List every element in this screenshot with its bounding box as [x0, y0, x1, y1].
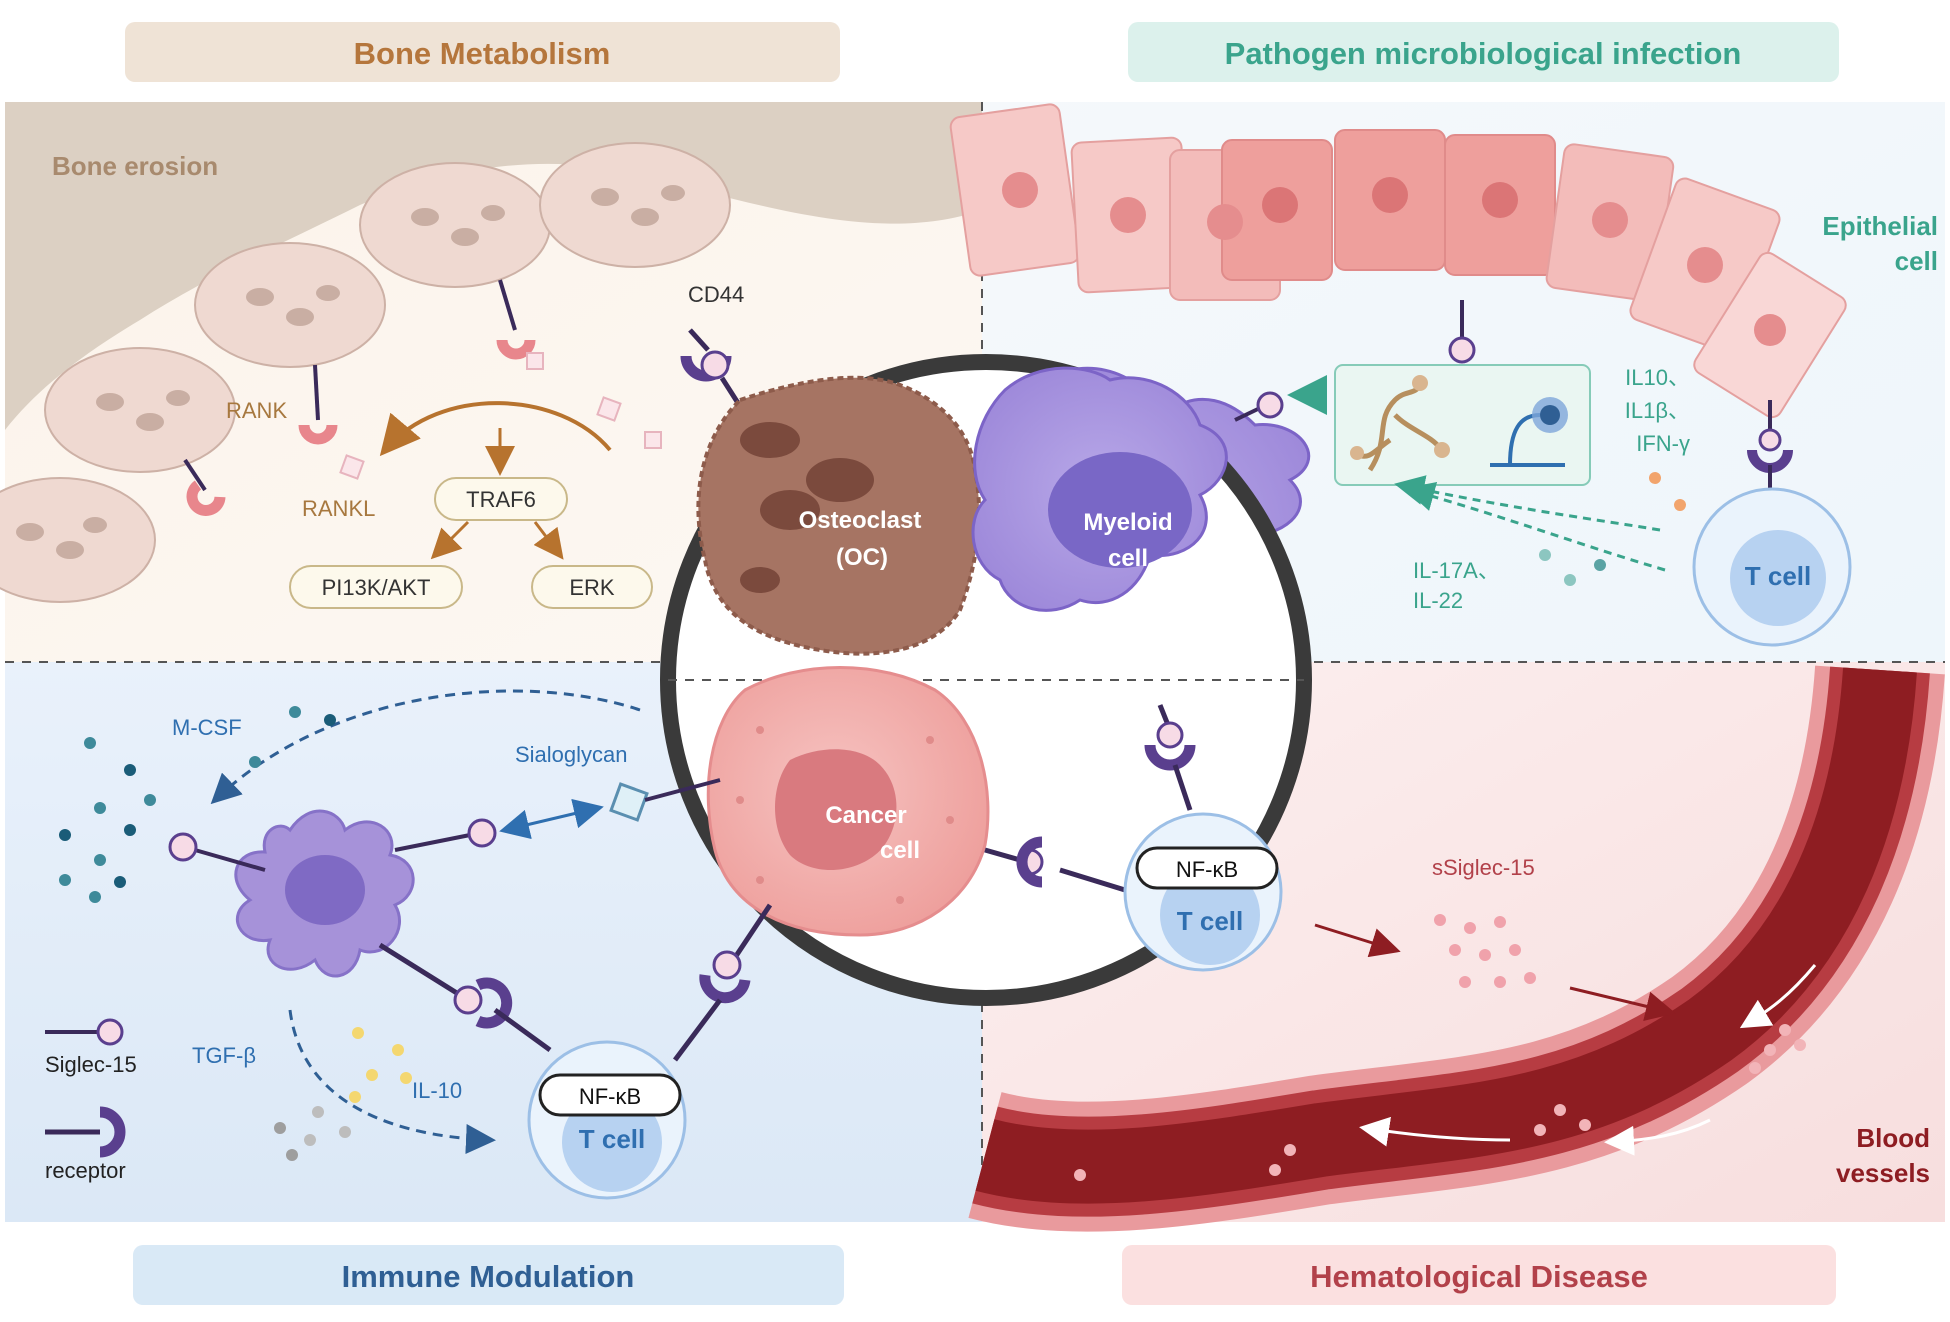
il17a-label: IL-17A、 [1413, 558, 1500, 583]
tgf-il10-dots [274, 1027, 412, 1161]
m-csf-arrow [210, 689, 641, 805]
rank-label: RANK [226, 398, 287, 423]
ssiglec-to-vessel-arrow [1569, 986, 1676, 1021]
il10-label: IL10、 [1625, 365, 1690, 390]
il-10-label: IL-10 [412, 1078, 462, 1103]
myeloid-siglec [1234, 391, 1284, 422]
blood-vessels-label-line1: Blood [1856, 1123, 1930, 1153]
hematological-disease-title: Hematological Disease [1310, 1259, 1648, 1294]
cytokine-dots-pathogen [1539, 472, 1686, 586]
myeloid-label-front-line2: cell [1108, 545, 1148, 572]
m-csf-dots [59, 706, 336, 903]
m-csf-label: M-CSF [172, 715, 242, 740]
erk-box: ERK [531, 565, 653, 609]
cancer-immune-tcell-link [673, 903, 773, 1062]
traf6-box: TRAF6 [434, 477, 568, 521]
tcell-center-label: T cell [1177, 906, 1243, 936]
erk-label: ERK [569, 575, 615, 600]
tcell-pathogen [1692, 400, 1852, 647]
bone-matrix [5, 102, 982, 430]
nfkb-label-immune: NF-κB [579, 1084, 641, 1109]
immune-modulation-header: Immune Modulation [133, 1245, 844, 1305]
rankl-signal-arrow [379, 401, 612, 457]
blood-vessels-label-line2: vessels [1836, 1158, 1930, 1188]
il22-label: IL-22 [1413, 588, 1463, 613]
cancer-cell [706, 666, 990, 937]
bone-erosion-label: Bone erosion [52, 151, 218, 181]
pathogen-infection-header: Pathogen microbiological infection [1128, 22, 1839, 82]
epithelial-siglec [1448, 300, 1476, 364]
legend-siglec15 [45, 1018, 124, 1046]
legend-receptor-label: receptor [45, 1158, 126, 1183]
sialoglycan-label: Sialoglycan [515, 742, 628, 767]
ssiglec15-dots [1434, 914, 1536, 988]
cancer-tcell-link [984, 836, 1126, 893]
myeloid-tcell-link [1144, 704, 1196, 811]
epithelial-layer [949, 103, 1847, 419]
tcell-to-ssiglec-arrow [1314, 923, 1401, 958]
immune-myeloid-siglec-right [394, 818, 497, 852]
osteoclast-label-line2: (OC) [836, 544, 888, 571]
immune-myeloid-siglec-left [168, 832, 266, 872]
epithelial-label-line1: Epithelial [1822, 211, 1938, 241]
ssiglec15-label: sSiglec-15 [1432, 855, 1535, 880]
tcell-pathogen-label: T cell [1745, 561, 1811, 591]
sialoglycan-shape [609, 782, 649, 822]
pi13k-akt-label: PI13K/AKT [322, 575, 431, 600]
pathogen-infection-title: Pathogen microbiological infection [1225, 36, 1742, 71]
sialoglycan-stalk [644, 778, 721, 802]
hematological-disease-header: Hematological Disease [1122, 1245, 1836, 1305]
osteoclast-label-line1: Osteoclast [799, 507, 922, 534]
myeloid-cell-front [971, 366, 1228, 612]
epithelial-label-line2: cell [1895, 246, 1938, 276]
blood-vessel [968, 665, 1945, 1232]
legend-siglec15-label: Siglec-15 [45, 1052, 137, 1077]
immune-modulation-title: Immune Modulation [342, 1259, 635, 1294]
tcell-center [1123, 812, 1283, 972]
cd44-label: CD44 [688, 282, 744, 307]
cancer-label-line2: cell [880, 837, 920, 864]
tcell-immune-label: T cell [579, 1124, 645, 1154]
tcell-to-pathogen-arrow-2 [1404, 481, 1666, 572]
bone-metabolism-title: Bone Metabolism [354, 36, 611, 71]
nfkb-label-center: NF-κB [1176, 857, 1238, 882]
rankl-label: RANKL [302, 496, 375, 521]
traf6-to-erk-arrow [533, 521, 564, 560]
cancer-label-line1: Cancer [825, 802, 906, 829]
traf6-to-pi3k-arrow [430, 520, 470, 560]
pi13k-akt-box: PI13K/AKT [289, 565, 463, 609]
immune-myeloid-cell [234, 809, 415, 978]
traf6-label: TRAF6 [466, 487, 536, 512]
sialoglycan-siglec-arrow [499, 798, 604, 840]
myeloid-label-front-line1: Myeloid [1083, 509, 1172, 536]
osteoclast-chain [0, 142, 731, 603]
immune-myeloid-tcell-link [378, 942, 552, 1053]
ifng-label: IFN-γ [1636, 431, 1690, 456]
legend-receptor [45, 1106, 126, 1158]
bone-metabolism-header: Bone Metabolism [125, 22, 840, 82]
tcell-immune [527, 1040, 687, 1200]
pathogen-box [1334, 364, 1591, 486]
tgf-b-label: TGF-β [192, 1043, 256, 1068]
osteoclast-cell [696, 375, 981, 656]
il1b-label: IL1β、 [1625, 398, 1690, 423]
rankl-ligands [339, 352, 662, 480]
rank-receptors [183, 279, 536, 516]
